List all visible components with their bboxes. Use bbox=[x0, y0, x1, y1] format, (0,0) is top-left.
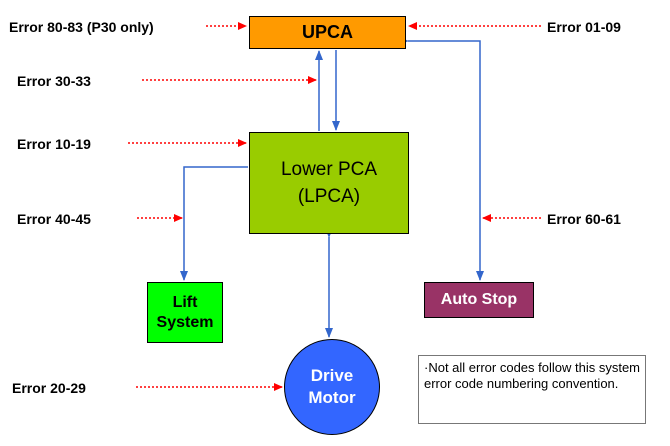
auto-stop-box: Auto Stop bbox=[424, 282, 534, 318]
note-box: ·Not all error codes follow this system … bbox=[418, 355, 646, 424]
connector-upca-autostop bbox=[399, 37, 484, 281]
upca-label: UPCA bbox=[301, 22, 353, 42]
error-label-30-33: Error 30-33 bbox=[17, 73, 91, 89]
drive-label-line2: Motor bbox=[308, 388, 356, 407]
error-label-01-09: Error 01-09 bbox=[547, 19, 621, 35]
error-label-80-83: Error 80-83 (P30 only) bbox=[9, 19, 154, 35]
error-label-20-29: Error 20-29 bbox=[12, 380, 86, 396]
connector-lpca-to-lift bbox=[180, 166, 248, 281]
auto-stop-label: Auto Stop bbox=[440, 291, 518, 308]
error-label-10-19: Error 10-19 bbox=[17, 136, 91, 152]
error-label-60-61: Error 60-61 bbox=[547, 211, 621, 227]
upca-box: UPCA bbox=[249, 16, 406, 49]
lpca-label-line2: (LPCA) bbox=[297, 186, 361, 207]
error-label-40-45: Error 40-45 bbox=[17, 211, 91, 227]
lift-label-line2: System bbox=[156, 313, 214, 331]
lift-system-box: Lift System bbox=[147, 282, 223, 343]
lpca-label-line1: Lower PCA bbox=[280, 159, 378, 180]
drive-motor-circle: Drive Motor bbox=[284, 339, 380, 435]
drive-label-line1: Drive bbox=[310, 366, 354, 385]
lpca-box: Lower PCA (LPCA) bbox=[249, 132, 409, 234]
note-text: ·Not all error codes follow this system … bbox=[424, 360, 641, 391]
lift-label-line1: Lift bbox=[172, 293, 198, 311]
